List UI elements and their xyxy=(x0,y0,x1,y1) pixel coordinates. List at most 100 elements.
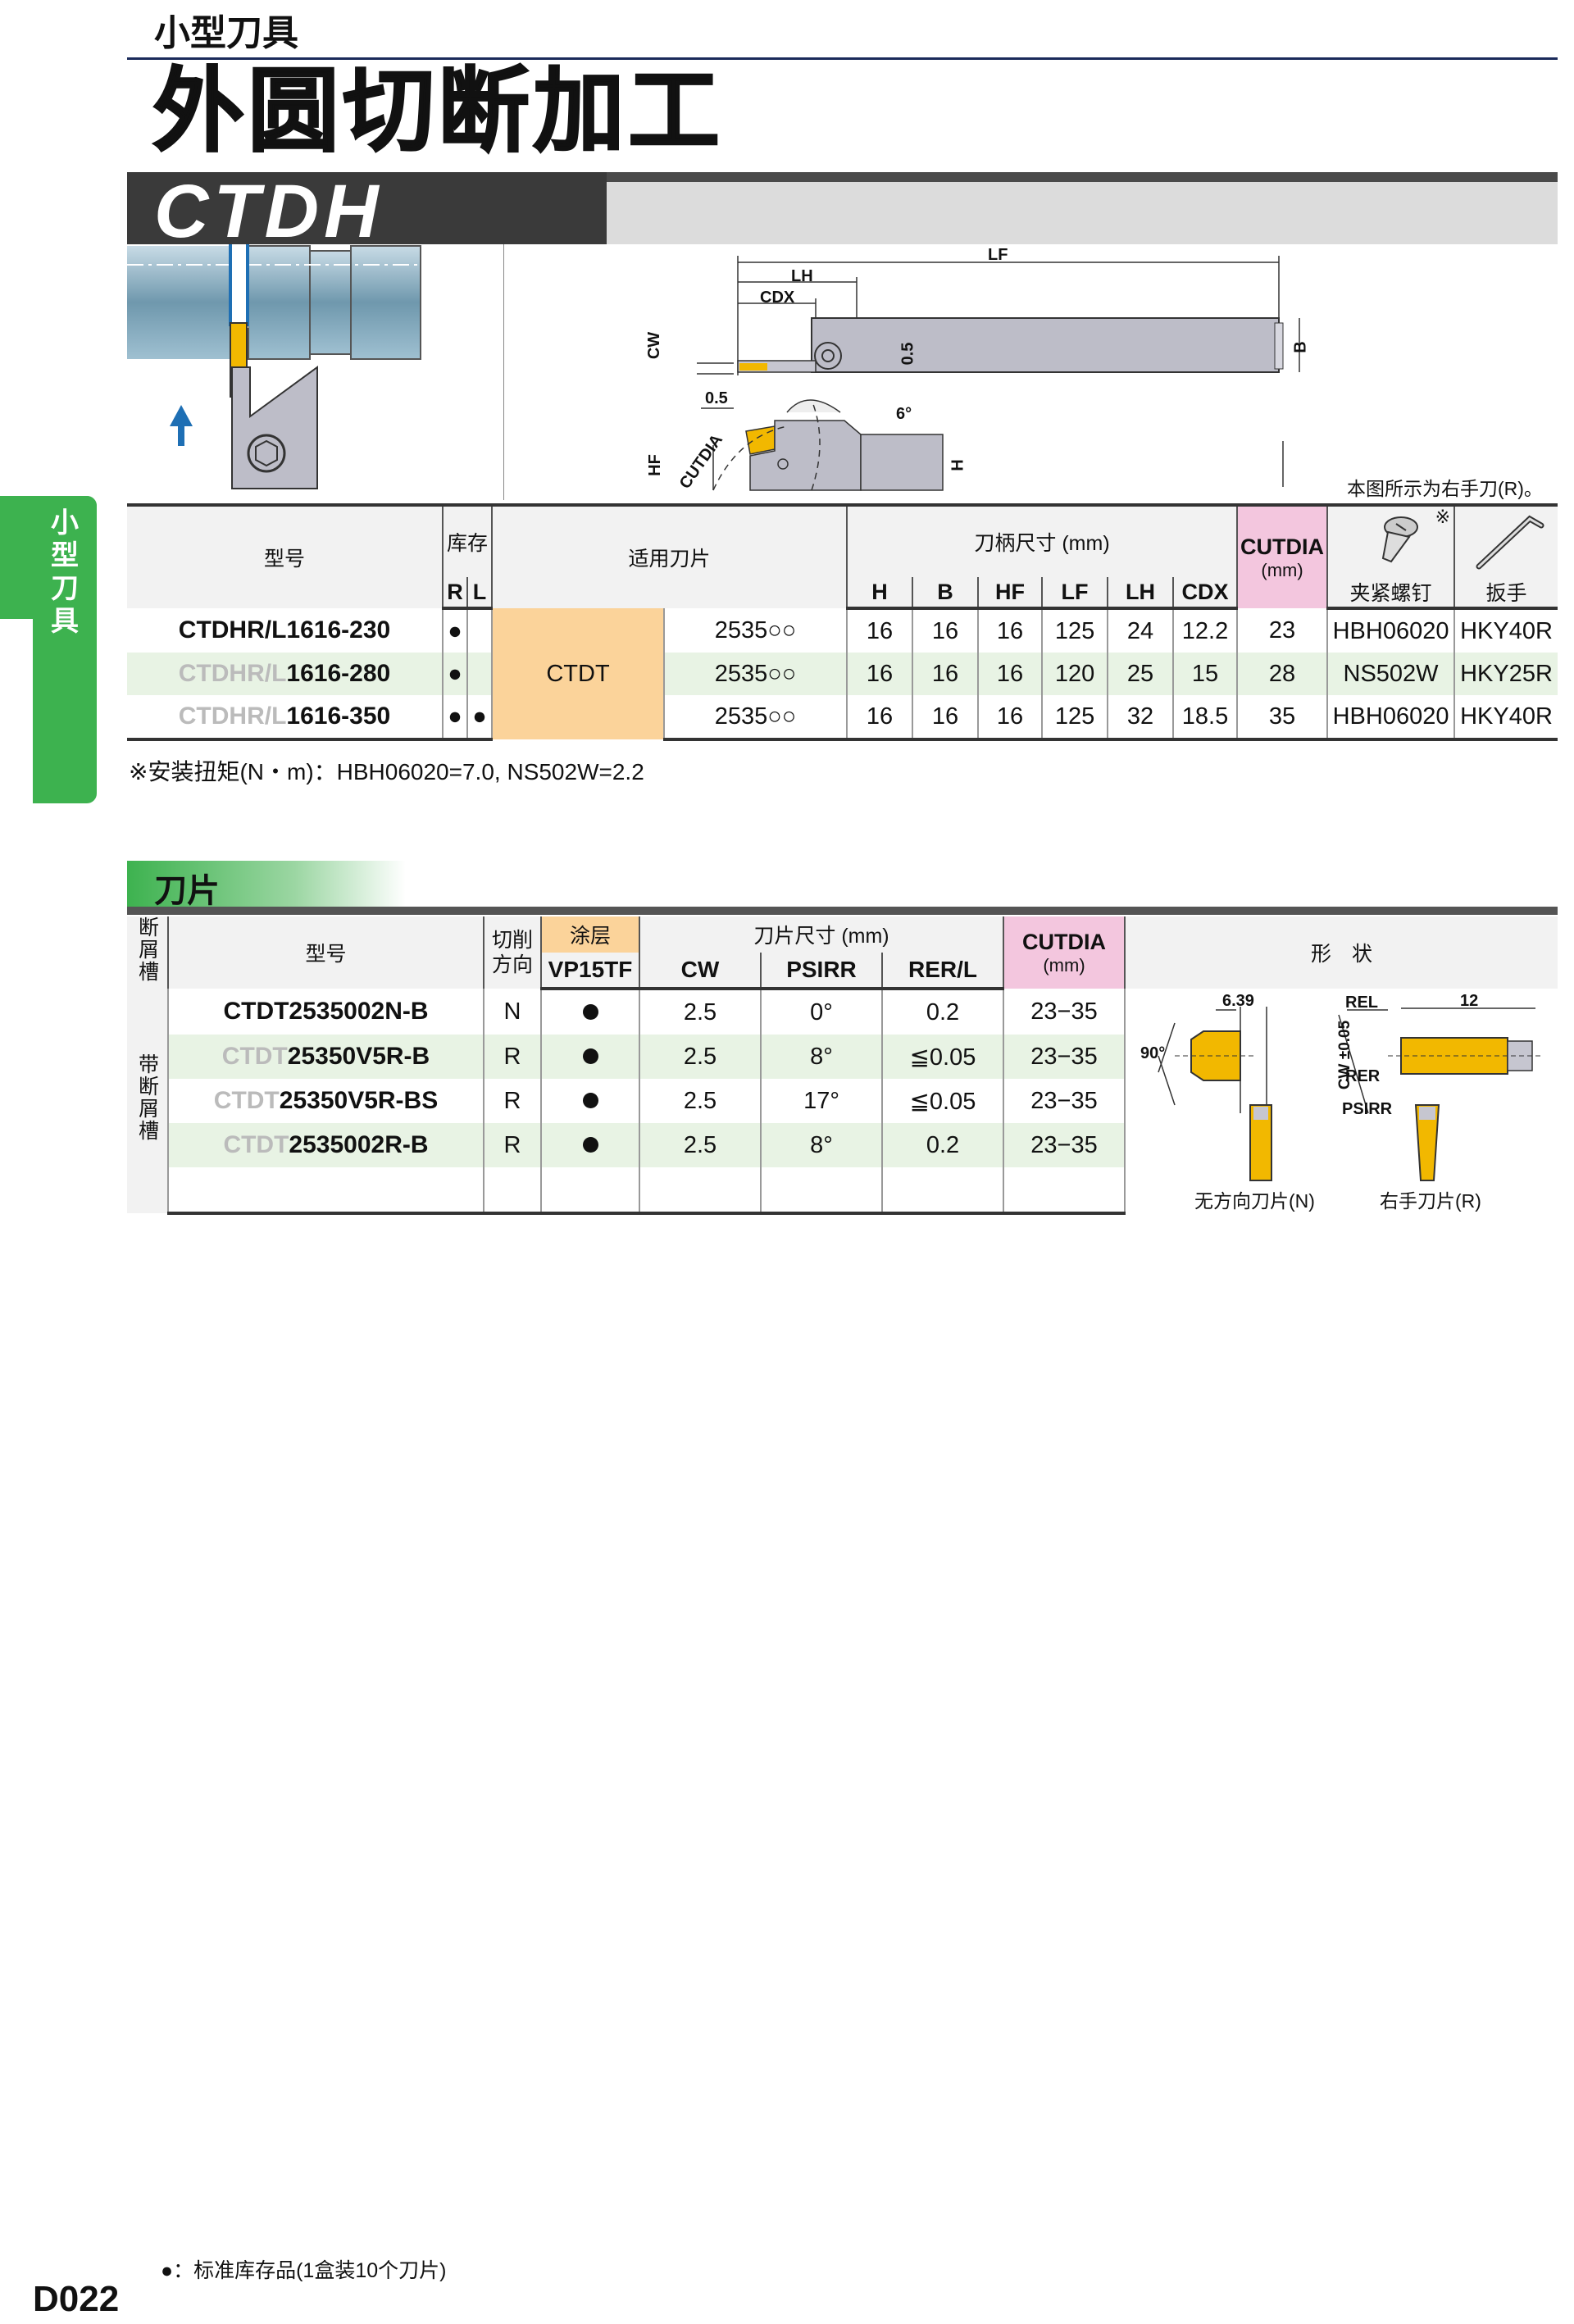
cell-lf: 120 xyxy=(1042,653,1109,695)
cell-screw: NS502W xyxy=(1327,653,1456,695)
cell-lh: 25 xyxy=(1108,653,1175,695)
cell-grade xyxy=(541,1123,640,1167)
category-label: 小型刀具 xyxy=(154,13,298,53)
col-dir: 切削方向 xyxy=(484,916,542,989)
cell-rerl: 0.2 xyxy=(882,989,1004,1035)
insert-code: 2535○○ xyxy=(664,608,848,653)
page-number: D022 xyxy=(33,2279,120,2319)
model-code: CTDH xyxy=(154,170,384,253)
dim-05-a: 0.5 xyxy=(898,342,917,366)
empty-cell xyxy=(1003,1167,1126,1215)
insert-table: 断屑槽 型号 切削方向 涂层 刀片尺寸 (mm) CUTDIA (mm) 形 状… xyxy=(127,916,1558,1215)
cell-hf: 16 xyxy=(978,695,1044,741)
col-wrench-icon xyxy=(1454,503,1558,577)
wrench-icon xyxy=(1476,515,1544,569)
cell-grade xyxy=(541,989,640,1035)
cell-cutdia: 23−35 xyxy=(1003,989,1126,1035)
col-screw-icon: ※ xyxy=(1327,503,1456,577)
col-lf: LF xyxy=(1042,577,1109,610)
cutdia-label: CUTDIA xyxy=(1240,534,1325,559)
col-stock-r: R xyxy=(443,577,468,610)
side-tab-label: 小型刀具 xyxy=(51,507,79,637)
col-screw: 夹紧螺钉 xyxy=(1327,577,1456,610)
col-insert: 适用刀片 xyxy=(492,503,848,608)
model-band-line xyxy=(607,172,1558,182)
cell-grade xyxy=(541,1035,640,1079)
empty-cell xyxy=(761,1167,883,1215)
chip-group: 带断屑槽 xyxy=(127,989,169,1213)
cell-h: 16 xyxy=(847,653,914,695)
table-row: CTDHR/L1616-280 ● 2535○○ 16 16 16 120 25… xyxy=(127,653,1558,695)
model-band xyxy=(127,172,607,244)
cell-screw: HBH06020 xyxy=(1327,608,1456,653)
insert-code: 2535○○ xyxy=(664,653,848,695)
cell-cw: 2.5 xyxy=(639,1035,762,1079)
holder-table: 型号 库存 适用刀片 刀柄尺寸 (mm) CUTDIA (mm) ※ xyxy=(127,503,1558,741)
dim-cdx: CDX xyxy=(760,289,795,307)
empty-cell xyxy=(541,1167,640,1215)
cell-cutdia: 23−35 xyxy=(1003,1035,1126,1079)
insert-model: CTDT2535002N-B xyxy=(168,989,484,1035)
cell-psirr: 0° xyxy=(761,989,883,1035)
shape-neutral-label: 无方向刀片(N) xyxy=(1194,1190,1315,1212)
stock-r: ● xyxy=(443,653,468,695)
stock-l xyxy=(467,608,494,653)
cell-b: 16 xyxy=(912,608,980,653)
cell-hf: 16 xyxy=(978,608,1044,653)
col-chip: 断屑槽 xyxy=(127,916,169,989)
stock-dot xyxy=(582,1048,598,1064)
cell-h: 16 xyxy=(847,695,914,741)
cell-dir: R xyxy=(484,1123,542,1167)
dim-b: B xyxy=(1291,341,1310,353)
insert-section-title: 刀片 xyxy=(154,873,220,909)
shape-dim-639: 6.39 xyxy=(1222,992,1254,1010)
cell-lf: 125 xyxy=(1042,608,1109,653)
holder-model: CTDHR/L1616-350 xyxy=(127,695,444,741)
cell-psirr: 17° xyxy=(761,1079,883,1123)
cell-lh: 32 xyxy=(1108,695,1175,741)
cell-cutdia: 35 xyxy=(1237,695,1329,741)
cell-cw: 2.5 xyxy=(639,989,762,1035)
page-title: 外圆切断加工 xyxy=(152,60,723,162)
col-hf: HF xyxy=(978,577,1044,610)
insert-section-rule xyxy=(127,907,1558,915)
col-stock: 库存 xyxy=(443,503,494,577)
empty-cell xyxy=(484,1167,542,1215)
shape-dim-12: 12 xyxy=(1460,992,1479,1010)
table-row: CTDT25350V5R-B R 2.5 8° ≦0.05 23−35 xyxy=(127,1035,1558,1079)
cell-cutdia: 28 xyxy=(1237,653,1329,695)
cell-dir: R xyxy=(484,1079,542,1123)
cutdia-unit: (mm) xyxy=(1261,559,1303,580)
cell-h: 16 xyxy=(847,608,914,653)
diagram-note: 本图所示为右手刀(R)。 xyxy=(1347,478,1543,499)
cell-cutdia: 23−35 xyxy=(1003,1079,1126,1123)
stock-l xyxy=(467,653,494,695)
col-insert-dims: 刀片尺寸 (mm) xyxy=(639,916,1004,953)
shape-cell: 6.39 90° REL 12 CW ±0.05 RER PSIRR 无方向刀片… xyxy=(1125,989,1558,1213)
col-shape: 形 状 xyxy=(1125,916,1558,989)
dim-lf: LF xyxy=(988,246,1008,264)
col-dims: 刀柄尺寸 (mm) xyxy=(847,503,1239,577)
col-b: B xyxy=(912,577,980,610)
table-row: CTDT2535002R-B R 2.5 8° 0.2 23−35 xyxy=(127,1123,1558,1167)
cell-lh: 24 xyxy=(1108,608,1175,653)
cell-grade xyxy=(541,1079,640,1123)
cell-rerl: ≦0.05 xyxy=(882,1035,1004,1079)
insert-cutdia-label: CUTDIA xyxy=(1022,929,1106,954)
cell-wrench: HKY25R xyxy=(1454,653,1558,695)
cell-psirr: 8° xyxy=(761,1035,883,1079)
illustration-divider xyxy=(503,244,504,500)
dimension-drawing xyxy=(697,256,1300,491)
screw-note-mark: ※ xyxy=(1435,507,1451,527)
cell-cdx: 18.5 xyxy=(1173,695,1239,741)
stock-r: ● xyxy=(443,608,468,653)
cell-rerl: 0.2 xyxy=(882,1123,1004,1167)
cell-b: 16 xyxy=(912,695,980,741)
col-insert-cutdia: CUTDIA (mm) xyxy=(1003,916,1126,989)
cell-screw: HBH06020 xyxy=(1327,695,1456,741)
cell-wrench: HKY40R xyxy=(1460,617,1553,644)
empty-cell xyxy=(639,1167,762,1215)
col-h: H xyxy=(847,577,914,610)
cell-b: 16 xyxy=(912,653,980,695)
dim-05-b: 0.5 xyxy=(705,389,728,407)
